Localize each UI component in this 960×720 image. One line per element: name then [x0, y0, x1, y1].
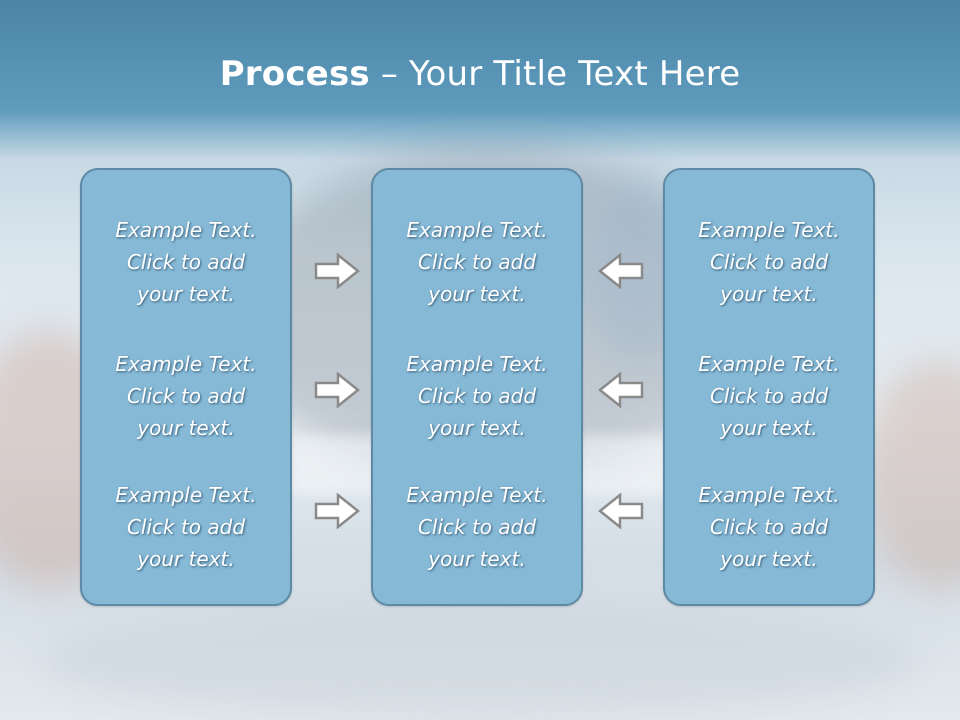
example-text[interactable]: Example Text. Click to add your text.: [406, 483, 548, 571]
process-box-center[interactable]: Example Text. Click to add your text. Ex…: [371, 168, 583, 606]
title-rest: – Your Title Text Here: [369, 54, 741, 94]
example-text[interactable]: Example Text. Click to add your text.: [115, 483, 257, 571]
example-text[interactable]: Example Text. Click to add your text.: [406, 352, 548, 440]
example-text[interactable]: Example Text. Click to add your text.: [406, 218, 548, 306]
left-arrow-icon: [598, 493, 644, 529]
process-box-right[interactable]: Example Text. Click to add your text. Ex…: [663, 168, 875, 606]
left-arrow-icon: [598, 253, 644, 289]
example-text[interactable]: Example Text. Click to add your text.: [698, 483, 840, 571]
right-arrow-icon: [314, 372, 360, 408]
title-bold: Process: [219, 54, 370, 94]
example-text[interactable]: Example Text. Click to add your text.: [115, 352, 257, 440]
example-text[interactable]: Example Text. Click to add your text.: [115, 218, 257, 306]
right-arrow-icon: [314, 253, 360, 289]
slide-title[interactable]: Process – Your Title Text Here: [0, 52, 960, 96]
process-box-left[interactable]: Example Text. Click to add your text. Ex…: [80, 168, 292, 606]
background-photo-shape: [40, 600, 920, 720]
right-arrow-icon: [314, 493, 360, 529]
title-bar: Process – Your Title Text Here: [0, 0, 960, 128]
background-photo-shape: [860, 360, 960, 590]
example-text[interactable]: Example Text. Click to add your text.: [698, 218, 840, 306]
left-arrow-icon: [598, 372, 644, 408]
example-text[interactable]: Example Text. Click to add your text.: [698, 352, 840, 440]
